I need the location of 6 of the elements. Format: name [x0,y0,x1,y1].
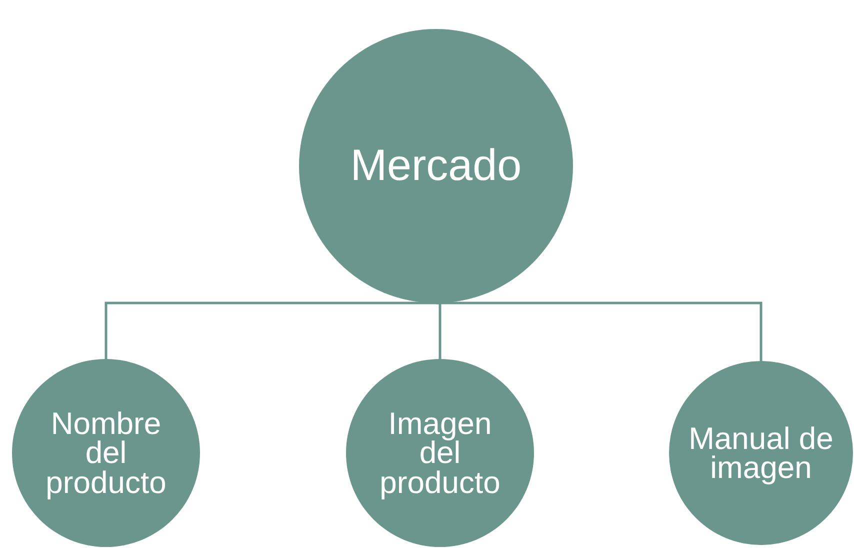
circle-label: Nombre del producto [44,408,168,498]
connector-line [104,302,438,359]
circle-label: Imagen del producto [378,408,502,498]
connector-line [434,302,762,361]
circle-label: Mercado [349,145,523,187]
circle-label: Manual de imagen [688,424,834,482]
